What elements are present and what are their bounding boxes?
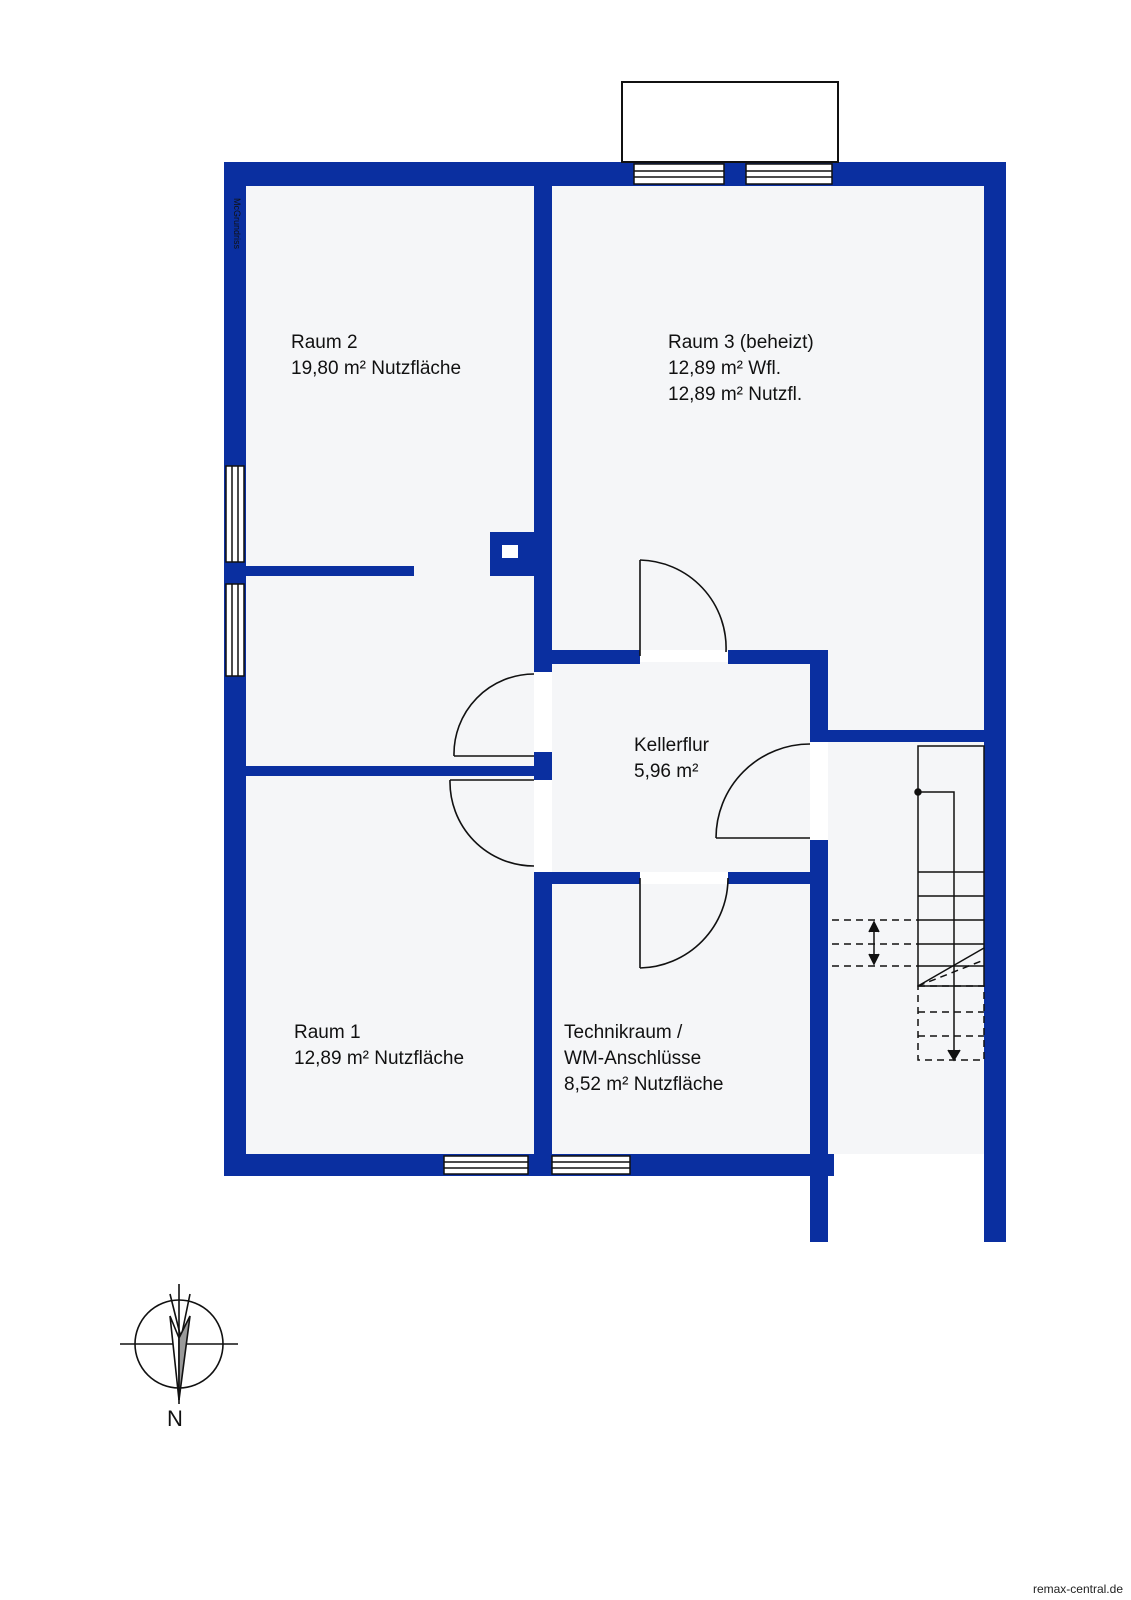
floor-raum3 xyxy=(552,186,984,650)
room-name: Raum 2 xyxy=(291,332,358,353)
wall-flur-bottom-right xyxy=(728,872,828,884)
stair-flight xyxy=(917,745,985,987)
door-stair xyxy=(715,743,811,839)
wall-mid-upper xyxy=(534,162,552,672)
room-label-technik: Technikraum / WM-Anschlüsse 8,52 m² Nutz… xyxy=(564,1020,723,1098)
wall-raum3-bottom xyxy=(810,730,984,742)
wall-right xyxy=(984,162,1006,1242)
wall-flur-right-lower xyxy=(810,840,828,1154)
wall-flur-top-right xyxy=(728,650,828,664)
window-top-right xyxy=(745,163,833,185)
wall-raum1-top xyxy=(246,766,534,776)
floor-raum2 xyxy=(246,186,534,766)
windows xyxy=(225,163,833,1175)
door-raum3 xyxy=(639,559,727,656)
floor-stair-area xyxy=(828,742,984,1154)
door-technik xyxy=(639,877,729,969)
floor-raum1 xyxy=(246,776,534,1154)
floor-areas xyxy=(246,186,984,1154)
wall-flur-top-left xyxy=(552,650,640,664)
wall-mid-lower xyxy=(534,872,552,1176)
light-well xyxy=(621,81,839,163)
window-top-left xyxy=(633,163,725,185)
floor-flur xyxy=(552,662,810,872)
room-label-raum2: Raum 2 19,80 m² Nutzfläche xyxy=(291,330,461,382)
staircase xyxy=(832,745,985,1062)
walls xyxy=(224,162,1006,1242)
stair-hidden-lines xyxy=(832,919,985,1061)
door-swings xyxy=(449,559,811,969)
chimney-flue xyxy=(502,545,518,558)
wall-bottom xyxy=(224,1154,834,1176)
room-label-flur: Kellerflur 5,96 m² xyxy=(634,733,709,785)
floor-technik xyxy=(552,884,810,1154)
room-area: 12,89 m² Nutzfläche xyxy=(294,1048,465,1069)
stair-walkline xyxy=(918,791,955,1060)
room-name: Raum 3 (beheizt) xyxy=(668,332,814,353)
room-area: 8,52 m² Nutzfläche xyxy=(564,1074,724,1095)
wall-raum2-partial xyxy=(246,566,414,576)
door-raum2 xyxy=(453,673,535,757)
room-name: Kellerflur xyxy=(634,735,709,756)
wall-mid-flur xyxy=(534,752,552,780)
room-name: Raum 1 xyxy=(294,1022,361,1043)
north-arrow-icon xyxy=(120,1284,238,1404)
stair-treads xyxy=(918,871,984,967)
wall-flur-right-upper xyxy=(810,650,828,742)
wall-right-stub xyxy=(810,1154,828,1242)
north-label: N xyxy=(167,1406,183,1431)
plan-credit-vertical: McGrundriss xyxy=(232,198,242,250)
room-name-line2: WM-Anschlüsse xyxy=(564,1048,702,1069)
room-label-raum1: Raum 1 12,89 m² Nutzfläche xyxy=(294,1020,464,1072)
room-area-secondary: 12,89 m² Nutzfl. xyxy=(668,384,803,405)
floor-raum3-ext xyxy=(828,650,984,730)
wall-flur-bottom-left xyxy=(552,872,640,884)
window-left-lower xyxy=(225,583,245,677)
window-left-upper xyxy=(225,465,245,563)
wall-top xyxy=(224,162,1006,186)
room-area: 12,89 m² Wfl. xyxy=(668,358,781,379)
door-raum1 xyxy=(449,779,535,867)
room-name: Technikraum / xyxy=(564,1022,683,1043)
room-area: 5,96 m² xyxy=(634,761,699,782)
window-bottom-right xyxy=(551,1155,631,1175)
window-bottom-left xyxy=(443,1155,529,1175)
room-area: 19,80 m² Nutzfläche xyxy=(291,358,462,379)
site-credit: remax-central.de xyxy=(1032,1582,1123,1596)
room-label-raum3: Raum 3 (beheizt) 12,89 m² Wfl. 12,89 m² … xyxy=(668,330,814,408)
